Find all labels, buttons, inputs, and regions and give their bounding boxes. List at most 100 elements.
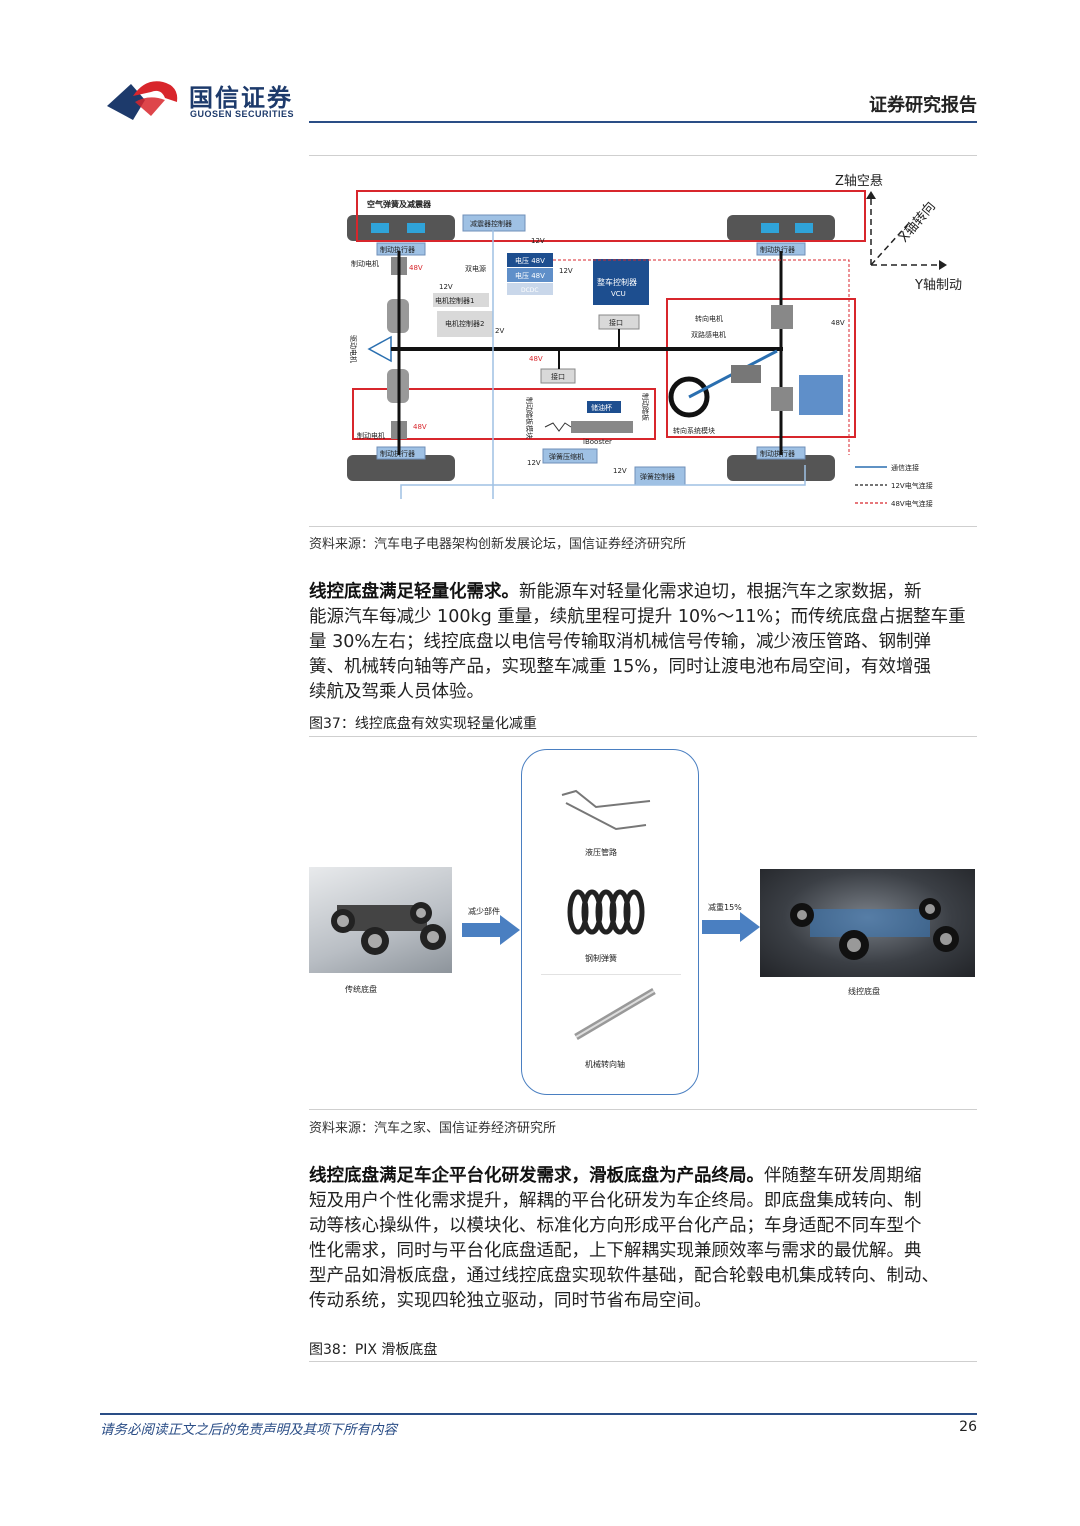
- logo-en: GUOSEN SECURITIES: [190, 109, 295, 119]
- label-2v: 2V: [495, 327, 504, 335]
- label-vcu-2: VCU: [611, 290, 626, 298]
- label-48v-center: 48V: [529, 355, 543, 363]
- figure36-top-rule: [309, 155, 977, 156]
- para2-line-1: 线控底盘满足车企平台化研发需求，滑板底盘为产品终局。伴随整车研发周期缩: [309, 1166, 922, 1186]
- reduce-parts-label: 减少部件: [468, 907, 500, 916]
- chassis-architecture-diagram: 空气弹簧及减震器 减震器控制器 制动执行器 制动执行器 制动执行器 制动执行器 …: [347, 174, 962, 508]
- arrow-right-icon: [462, 915, 520, 945]
- label-steer-motor: 转向电机: [695, 314, 723, 323]
- figure38-top-rule: [309, 1361, 977, 1362]
- figure38-title: 图38：PIX 滑板底盘: [309, 1342, 438, 1358]
- label-z-axis: Z轴空悬: [835, 174, 883, 189]
- label-v48-1: 电压 48V: [515, 256, 545, 265]
- label-brake-actuator-rr: 制动执行器: [760, 449, 795, 458]
- header-divider: [309, 121, 977, 123]
- label-x-axis: X轴转向: [896, 199, 939, 246]
- steering-shaft-icon: [574, 987, 656, 1041]
- label-dcdc: DCDC: [521, 287, 539, 294]
- label-48v-steer: 48V: [831, 319, 845, 327]
- label-steer-module: 转向系统模块: [673, 426, 715, 435]
- steel-spring-label: 钢制弹簧: [585, 954, 617, 963]
- label-vcu-1: 整车控制器: [597, 277, 637, 287]
- label-12v-bottom: 12V: [527, 459, 541, 467]
- traditional-chassis-image: [309, 867, 452, 973]
- removed-parts-panel: [521, 749, 699, 1095]
- logo-cn: 国信证券: [189, 84, 293, 112]
- legend-comm: 通信连接: [891, 463, 919, 472]
- para1-line-4: 簧、机械转向轴等产品，实现整车减重 15%，同时让渡电池布局空间，有效增强: [309, 657, 931, 677]
- figure37-source: 资料来源：汽车之家、国信证券经济研究所: [309, 1121, 557, 1136]
- page-number: 26: [959, 1419, 977, 1435]
- highlight-brake-module: [352, 388, 656, 440]
- reduce-weight-label: 减重15%: [708, 903, 742, 912]
- wheel-front-right: [727, 215, 835, 241]
- label-12v-left: 12V: [439, 283, 453, 291]
- label-12v-top: 12V: [531, 237, 545, 245]
- footer-divider: [100, 1413, 977, 1415]
- footer-disclaimer: 请务必阅读正文之后的免责声明及其项下所有内容: [100, 1422, 397, 1438]
- hydraulic-pipe-icon: [561, 789, 651, 831]
- figure36-bottom-rule: [309, 526, 977, 527]
- para2-line-4: 性化需求，同时与平台化底盘适配，上下解耦实现兼顾效率与需求的最优解。典: [309, 1241, 922, 1261]
- label-drive-motor: 驱动电机: [349, 335, 358, 363]
- label-brake-pedal-module: 制动踏板模块: [525, 397, 534, 439]
- legend-48v: 48V电气连接: [891, 499, 933, 508]
- figure37-top-rule: [309, 736, 977, 737]
- traditional-chassis-label: 传统底盘: [345, 985, 377, 994]
- label-brake-actuator-fl: 制动执行器: [380, 245, 415, 254]
- steel-spring-icon: [567, 889, 645, 935]
- wheel-rear-left: [347, 455, 455, 481]
- hydraulic-pipe-label: 液压管路: [585, 848, 617, 857]
- paragraph-lightweight: 线控底盘满足轻量化需求。新能源车对轻量化需求迫切，根据汽车之家数据，新 能源汽车…: [309, 580, 977, 705]
- wheel-front-left: [347, 215, 455, 241]
- highlight-air-suspension: [356, 190, 866, 242]
- para1-line-5: 续航及驾乘人员体验。: [309, 682, 484, 702]
- label-brake-pedal: 制动踏板: [641, 393, 650, 421]
- legend-12v: 12V电气连接: [891, 481, 933, 490]
- para2-line-2: 短及用户个性化需求提升，解耦的平台化研发为车企终局。即底盘集成转向、制: [309, 1191, 922, 1211]
- label-motor-ctrl-2: 电机控制器2: [445, 319, 484, 328]
- figure37-bottom-rule: [309, 1109, 977, 1110]
- label-interface-vcu: 接口: [609, 318, 623, 327]
- wheel-rear-right: [727, 455, 835, 481]
- label-dual-sensor-motor: 双路感电机: [691, 330, 726, 339]
- highlight-steer-module: [666, 298, 856, 438]
- arrow-right-icon-2: [702, 912, 760, 942]
- logo: 国信证券 GUOSEN SECURITIES: [105, 76, 305, 124]
- label-48v-rl: 48V: [413, 423, 427, 431]
- label-reservoir: 储油杯: [591, 403, 612, 412]
- label-interface-brake: 接口: [551, 372, 565, 381]
- label-damper-ctrl: 减震器控制器: [470, 219, 512, 228]
- label-brake-motor-top: 制动电机: [351, 259, 379, 268]
- para1-line-3: 量 30%左右；线控底盘以电信号传输取消机械信号传输，减少液压管路、钢制弹: [309, 632, 931, 652]
- steering-shaft-label: 机械转向轴: [585, 1060, 625, 1069]
- label-12v-mid: 12V: [559, 267, 573, 275]
- figure36-source: 资料来源：汽车电子电器架构创新发展论坛，国信证券经济研究所: [309, 537, 687, 552]
- label-brake-actuator-fr: 制动执行器: [760, 245, 795, 254]
- label-ibooster: iBooster: [583, 438, 612, 446]
- label-spring-ctrl: 弹簧控制器: [640, 472, 675, 481]
- label-dual-power: 双电源: [465, 264, 486, 273]
- parts-divider: [541, 974, 681, 975]
- guosen-logo-icon: [107, 81, 178, 120]
- label-spring-compressor: 弹簧压缩机: [549, 452, 584, 461]
- para1-line-2: 能源汽车每减少 100kg 重量，续航里程可提升 10%～11%；而传统底盘占据…: [309, 607, 966, 627]
- label-y-axis: Y轴制动: [914, 278, 962, 293]
- label-12v-spring: 12V: [613, 467, 627, 475]
- wire-chassis-image: [760, 869, 975, 977]
- label-48v-fl: 48V: [409, 264, 423, 272]
- para1-line-1: 线控底盘满足轻量化需求。新能源车对轻量化需求迫切，根据汽车之家数据，新: [309, 582, 922, 602]
- label-air-spring: 空气弹簧及减震器: [367, 199, 432, 209]
- para2-line-5: 型产品如滑板底盘，通过线控底盘实现软件基础，配合轮毂电机集成转向、制动、: [309, 1266, 939, 1286]
- paragraph-platform: 线控底盘满足车企平台化研发需求，滑板底盘为产品终局。伴随整车研发周期缩 短及用户…: [309, 1164, 977, 1314]
- para1-heading: 线控底盘满足轻量化需求。: [309, 582, 519, 602]
- label-motor-ctrl-1: 电机控制器1: [435, 296, 474, 305]
- para2-line-6: 传动系统，实现四轮独立驱动，同时节省布局空间。: [309, 1291, 712, 1311]
- para2-heading: 线控底盘满足车企平台化研发需求，滑板底盘为产品终局。: [309, 1166, 764, 1186]
- figure37-title: 图37：线控底盘有效实现轻量化减重: [309, 716, 537, 732]
- label-brake-motor-bottom: 制动电机: [357, 431, 385, 440]
- para2-line-3: 动等核心操纵件，以模块化、标准化方向形成平台化产品；车身适配不同车型个: [309, 1216, 922, 1236]
- report-type: 证券研究报告: [869, 95, 977, 116]
- wire-chassis-label: 线控底盘: [848, 987, 880, 996]
- label-v48-2: 电压 48V: [515, 271, 545, 280]
